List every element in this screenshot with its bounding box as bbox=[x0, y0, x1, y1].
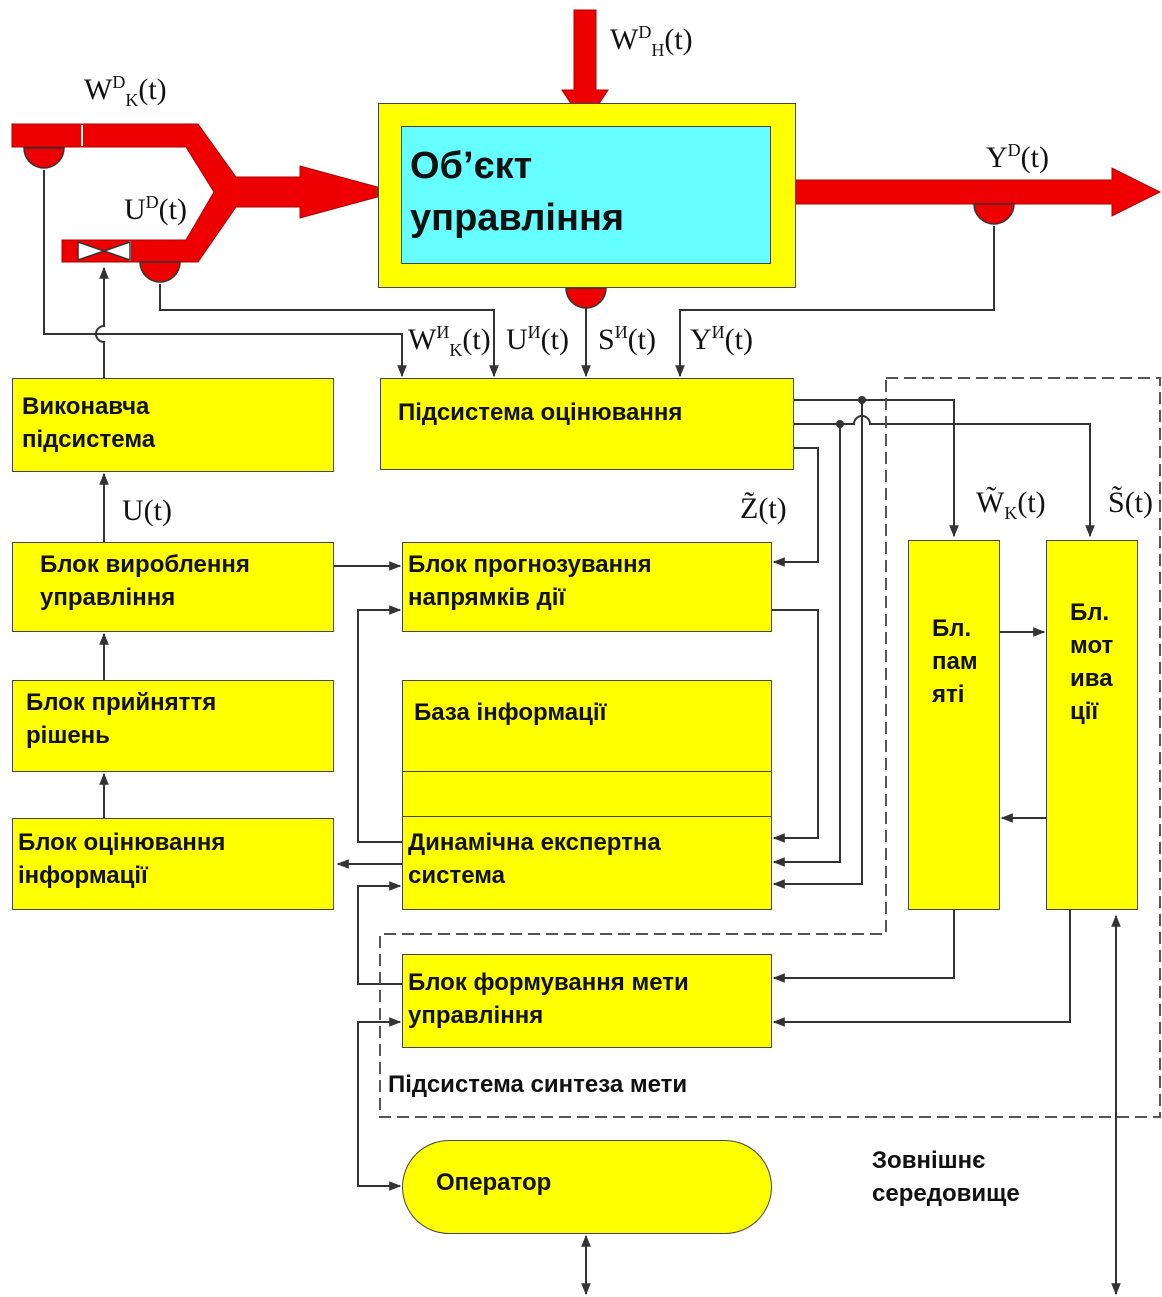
signal-st: S̃(t) bbox=[1108, 486, 1154, 519]
goal-subsystem-outline bbox=[379, 377, 1161, 1118]
info-evaluation-block bbox=[12, 818, 334, 910]
operator-block bbox=[402, 1140, 772, 1234]
decision-label: Блок прийняття рішень bbox=[26, 689, 217, 749]
signal-wk: WDK(t) bbox=[84, 72, 167, 110]
goal-formation-label: Блок формування мети управління bbox=[408, 969, 689, 1029]
signal-si: SИ(t) bbox=[598, 322, 657, 356]
expert-system-label: Динамічна експертна система bbox=[408, 829, 661, 889]
red-flow-arrows bbox=[11, 9, 1162, 263]
signal-wkt: W̃K(t) bbox=[976, 486, 1046, 523]
signal-wki: WИK(t) bbox=[408, 322, 491, 360]
evaluation-subsystem bbox=[380, 378, 794, 470]
expert-system-block bbox=[402, 816, 772, 910]
environment-label: Зовнішнє середовище bbox=[872, 1147, 1020, 1207]
signal-zt: Z̃(t) bbox=[740, 492, 787, 525]
info-evaluation-label: Блок оцінювання інформації bbox=[18, 829, 226, 889]
info-base-block bbox=[402, 680, 772, 818]
control-generation-label: Блок вироблення управління bbox=[40, 551, 250, 611]
control-generation-block bbox=[12, 542, 334, 632]
forecast-block bbox=[402, 542, 772, 632]
operator-label: Оператор bbox=[436, 1169, 552, 1196]
memory-label: Бл. пам яті bbox=[932, 615, 978, 708]
signal-yi: YИ(t) bbox=[690, 322, 753, 356]
motivation-label: Бл. мот ива ції bbox=[1070, 599, 1114, 725]
input-flow-arrow bbox=[11, 123, 398, 263]
signal-ui: UИ(t) bbox=[506, 322, 569, 356]
executive-subsystem-label: Виконавча підсистема bbox=[22, 393, 156, 453]
signal-wn: WDH(t) bbox=[610, 22, 693, 60]
goal-subsystem-label: Підсистема синтеза мети bbox=[388, 1071, 688, 1098]
signal-yd: YD(t) bbox=[986, 140, 1049, 174]
signal-ud: UD(t) bbox=[124, 192, 187, 226]
executive-subsystem bbox=[12, 378, 334, 472]
memory-block bbox=[908, 540, 1000, 910]
forecast-label: Блок прогнозування напрямків дії bbox=[408, 551, 652, 611]
evaluation-subsystem-label: Підсистема оцінювання bbox=[398, 399, 683, 426]
goal-formation-block bbox=[402, 954, 772, 1048]
decision-block bbox=[12, 680, 334, 772]
signal-ut: U(t) bbox=[122, 494, 172, 527]
control-object-frame bbox=[378, 103, 796, 288]
control-object-label: Об’єкт управління bbox=[410, 145, 625, 239]
info-base-label: База інформації bbox=[414, 699, 607, 726]
motivation-block bbox=[1046, 540, 1138, 910]
output-flow-arrow bbox=[795, 167, 1162, 217]
control-object-inner bbox=[401, 126, 771, 264]
sensors bbox=[23, 147, 1015, 309]
